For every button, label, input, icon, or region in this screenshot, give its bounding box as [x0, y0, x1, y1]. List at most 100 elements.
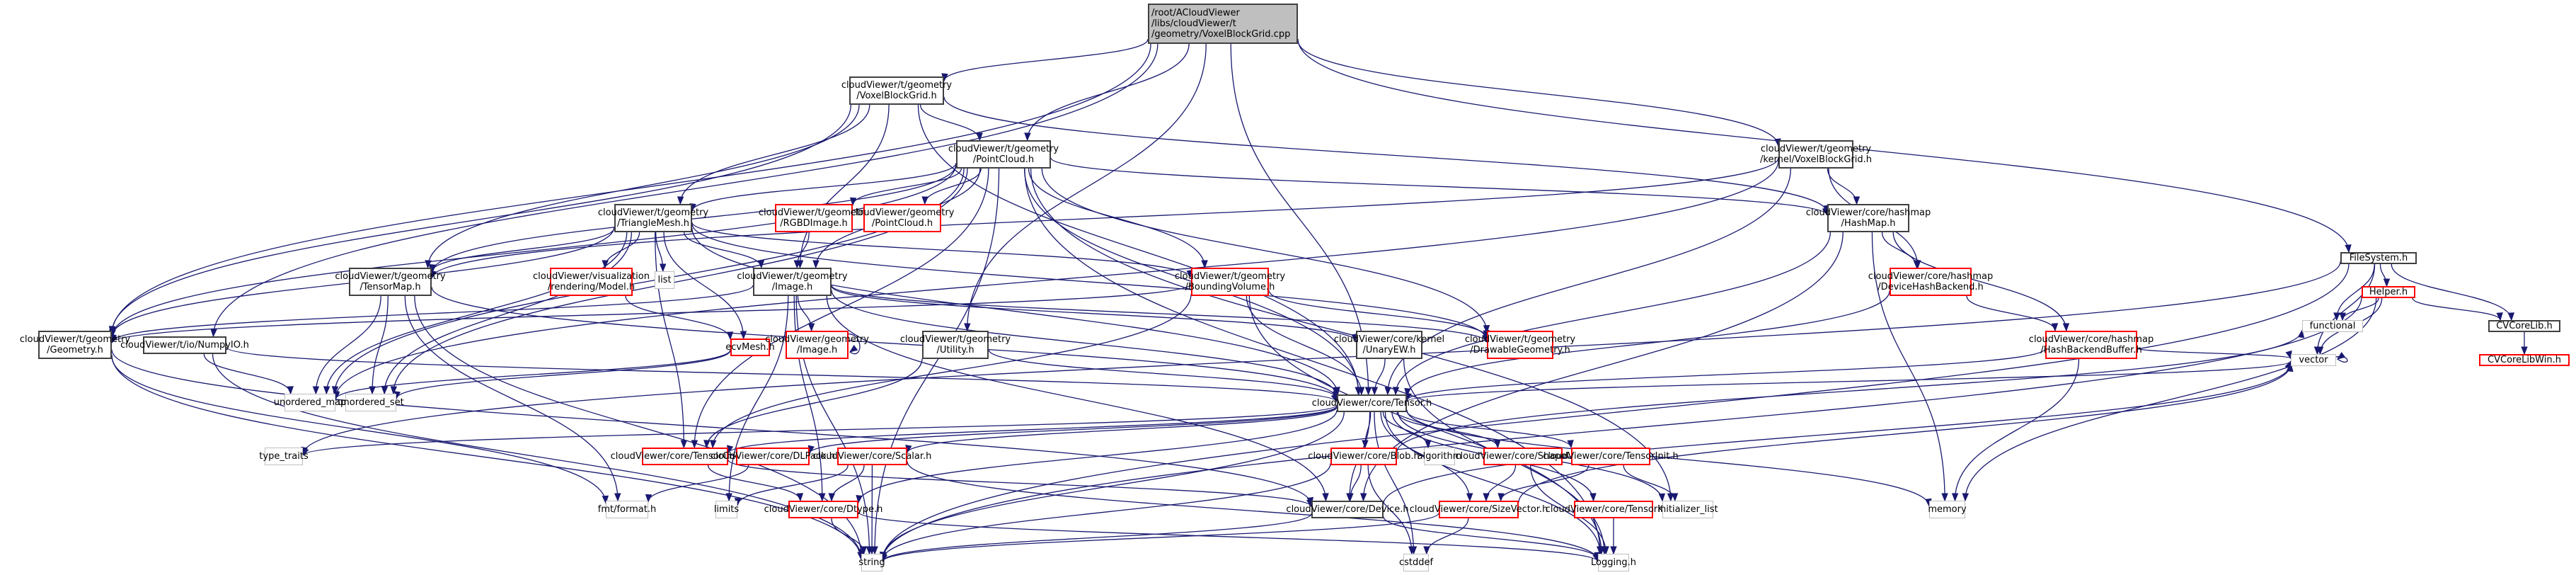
dependency-edge	[1406, 409, 1930, 506]
dependency-edge	[2412, 297, 2501, 321]
edge-arrowhead	[1589, 493, 1597, 502]
graph-node-rgbd-h[interactable]: cloudViewer/t/geometry /RGBDImage.h	[759, 204, 869, 232]
graph-node-unaryew-h[interactable]: cloudViewer/core/kernel /UnaryEW.h	[1334, 331, 1444, 359]
dependency-edge	[1383, 363, 2292, 504]
graph-node-helper-h[interactable]: Helper.h	[2362, 286, 2415, 298]
dependency-edge	[967, 43, 1207, 331]
edge-arrowhead	[1497, 493, 1505, 502]
dependency-edge	[706, 358, 923, 448]
edge-arrowhead	[1913, 260, 1920, 269]
graph-node-initializer-list: initializer_list	[1657, 501, 1718, 518]
dependency-edge	[431, 227, 615, 273]
dependency-edge	[907, 406, 1338, 453]
edge-arrowhead	[602, 260, 609, 269]
edge-arrowhead	[2316, 346, 2324, 355]
graph-node-vbg-h[interactable]: cloudViewer/t/geometry /VoxelBlockGrid.h	[841, 76, 952, 105]
graph-node-logging-h: Logging.h	[1591, 554, 1636, 571]
edge-arrowhead	[645, 494, 652, 503]
graph-node-tensorinit-h[interactable]: cloudViewer/core/TensorInit.h	[1543, 448, 1679, 465]
graph-node-geom-image-h[interactable]: cloudViewer/geometry /Image.h	[765, 331, 869, 359]
dependency-edge	[1268, 290, 1488, 338]
edge-arrowhead	[659, 263, 667, 273]
dependency-edge	[1406, 411, 1572, 448]
graph-node-shapeutil-h[interactable]: cloudViewer/core/ShapeUtil.h	[1455, 448, 1591, 465]
graph-node-blob-h[interactable]: cloudViewer/core/Blob.h	[1308, 448, 1420, 465]
dependency-edge	[1367, 465, 1413, 554]
dependency-edge	[404, 295, 619, 501]
edge-arrowhead	[726, 331, 734, 341]
graph-node-image-h[interactable]: cloudViewer/t/geometry /Image.h	[737, 268, 848, 296]
edge-arrowhead	[757, 260, 765, 269]
graph-node-limits: limits	[714, 501, 739, 518]
dependency-edge	[1395, 232, 1831, 395]
edge-arrowhead	[2336, 351, 2346, 360]
graph-node-sizevector-h[interactable]: cloudViewer/core/SizeVector.h	[1410, 501, 1548, 518]
edge-arrowhead	[602, 495, 609, 504]
edge-arrowhead	[1494, 440, 1501, 449]
graph-node-dlpack-h[interactable]: cloudViewer/core/DLPack.h	[711, 448, 835, 465]
edge-arrowhead	[2062, 323, 2070, 332]
edge-arrowhead	[725, 493, 732, 502]
dependency-edge	[1530, 465, 1606, 554]
edge-arrowhead	[1408, 546, 1415, 555]
dependency-edge	[943, 96, 1828, 213]
graph-node-tensor-h[interactable]: cloudViewer/core/Tensor.h	[1312, 394, 1432, 412]
graph-node-functional: functional	[2302, 320, 2363, 332]
edge-arrowhead	[1322, 493, 1329, 502]
edge-arrowhead	[287, 386, 294, 395]
graph-node-hashmap-h[interactable]: cloudViewer/core/hashmap /HashMap.h	[1806, 204, 1931, 232]
graph-node-geometry-h[interactable]: cloudViewer/t/geometry /Geometry.h	[20, 331, 130, 359]
dependency-edge	[111, 355, 606, 503]
graph-node-cvcorelibwin-h[interactable]: CVCoreLibWin.h	[2479, 354, 2570, 366]
graph-node-tensorcheck-h[interactable]: cloudViewer/core/TensorCheck.h	[611, 448, 759, 465]
graph-node-numpyio-h[interactable]: cloudViewer/t/io/NumpyIO.h	[120, 336, 249, 354]
dependency-edge	[684, 232, 762, 268]
dependency-edge	[302, 261, 2341, 455]
edge-arrowhead	[1359, 493, 1367, 502]
dependency-edge	[691, 228, 1338, 395]
edge-arrowhead	[860, 546, 868, 555]
graph-node-pointcloud-h[interactable]: cloudViewer/t/geometry /PointCloud.h	[948, 140, 1059, 169]
dependency-edge	[2330, 355, 2348, 363]
graph-node-trianglemesh-h[interactable]: cloudViewer/t/geometry /TriangleMesh.h	[598, 204, 708, 232]
edge-arrowhead	[796, 493, 804, 502]
graph-node-bvol-h[interactable]: cloudViewer/t/geometry /BoundingVolume.h	[1175, 268, 1285, 296]
graph-node-geom-pc-h[interactable]: cloudViewer/geometry /PointCloud.h	[851, 204, 954, 232]
graph-node-tensormap-h[interactable]: cloudViewer/t/geometry /TensorMap.h	[335, 268, 446, 296]
dependency-edge	[882, 263, 2350, 561]
dependency-edge	[831, 290, 1338, 397]
graph-node-utility-h[interactable]: cloudViewer/t/geometry /Utility.h	[900, 331, 1011, 359]
graph-node-tensorkey-h[interactable]: cloudViewer/core/TensorKey.h	[1546, 501, 1681, 518]
graph-node-cvcorelib-h[interactable]: CVCoreLib.h	[2488, 320, 2560, 332]
graph-node-unordered-set: unordered_set	[338, 394, 404, 411]
dependency-edge	[728, 459, 1312, 507]
dependency-edge	[1383, 516, 1599, 560]
graph-node-ecvmesh-h[interactable]: ecvMesh.h	[725, 338, 775, 356]
graph-node-dhb-h[interactable]: cloudViewer/core/hashmap /DeviceHashBack…	[1868, 268, 1993, 296]
dependency-edge	[2391, 263, 2512, 321]
dependency-edge	[663, 232, 744, 339]
graph-node-device-h[interactable]: cloudViewer/core/Device.h	[1286, 501, 1409, 518]
edge-arrowhead	[2345, 244, 2352, 254]
dependency-edge	[831, 285, 1357, 342]
graph-node-scalar-h[interactable]: cloudViewer/core/Scalar.h	[813, 448, 931, 465]
graph-node-kvbg-h[interactable]: cloudViewer/t/geometry /kernel/VoxelBloc…	[1760, 140, 1872, 169]
dependency-edge	[111, 164, 957, 338]
graph-node-root[interactable]: /root/ACloudViewer /libs/cloudViewer/t /…	[1148, 4, 1298, 44]
graph-node-model-h[interactable]: cloudViewer/visualization /rendering/Mod…	[533, 268, 650, 296]
edge-arrowhead	[1201, 260, 1208, 269]
edge-arrowhead	[1357, 387, 1365, 396]
graph-node-type-traits: type_traits	[259, 448, 309, 465]
dependency-edge	[1297, 40, 1779, 147]
dependency-edge	[111, 349, 1312, 505]
dependency-edge	[315, 295, 381, 394]
graph-node-dtype-h[interactable]: cloudViewer/core/Dtype.h	[764, 501, 882, 518]
edge-arrowhead	[2507, 312, 2515, 321]
graph-node-unordered-map: unordered_map	[274, 394, 346, 411]
graph-node-hbb-h[interactable]: cloudViewer/core/hashmap /HashBackendBuf…	[2029, 331, 2154, 359]
edge-arrowhead	[807, 323, 815, 332]
edge-arrowhead	[812, 260, 820, 269]
graph-node-drawable-h[interactable]: cloudViewer/t/geometry /DrawableGeometry…	[1465, 331, 1575, 359]
edge-arrowhead	[302, 447, 309, 457]
graph-node-filesystem-h[interactable]: FileSystem.h	[2340, 252, 2417, 264]
